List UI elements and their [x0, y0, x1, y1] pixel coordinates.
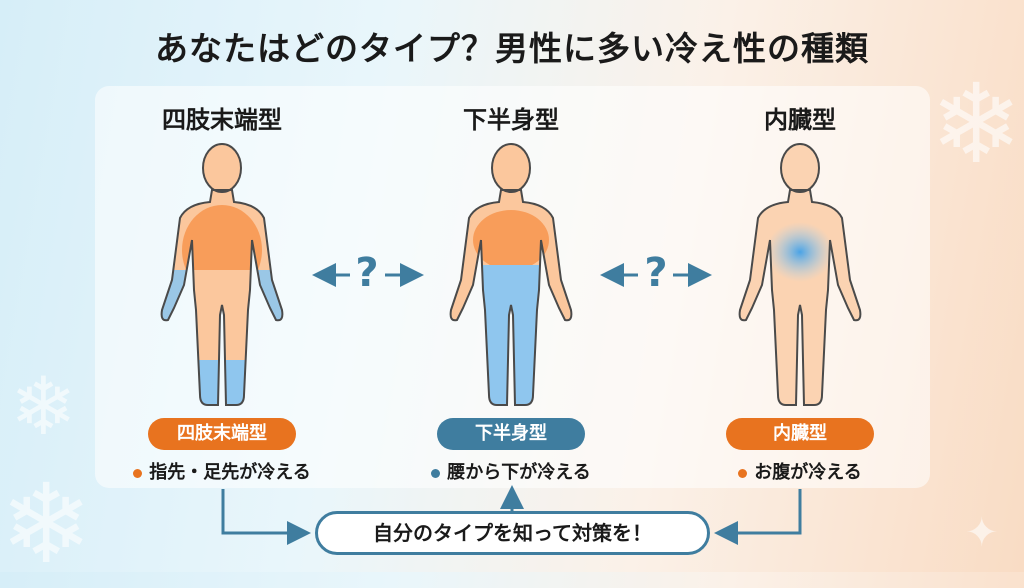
- type-description-text: 腰から下が冷える: [447, 462, 591, 483]
- snowflake-icon: ❄: [10, 360, 78, 453]
- page-title: あなたはどのタイプ？男性に多い冷え性の種類: [155, 29, 869, 68]
- conclusion-box: 自分のタイプを知って対策を！: [315, 511, 710, 555]
- body-figure-extremities-cold: [160, 143, 284, 406]
- type-column-extremities: 四肢末端型 四肢末端型 指先・足先が冷える: [92, 100, 352, 484]
- type-description: 指先・足先が冷える: [92, 458, 352, 484]
- type-column-visceral: 内臓型 内臓型 お腹が冷える: [670, 100, 930, 484]
- question-mark: ?: [355, 250, 379, 296]
- type-label-pill: 四肢末端型: [148, 418, 296, 450]
- question-mark: ?: [644, 250, 668, 296]
- type-column-lower-body: 下半身型 下半身型 腰から下が冷える: [381, 100, 641, 484]
- type-description-text: お腹が冷える: [754, 462, 862, 483]
- bullet-dot: [133, 468, 143, 478]
- type-description: 腰から下が冷える: [381, 458, 641, 484]
- type-heading: 内臓型: [764, 106, 836, 134]
- bullet-dot: [738, 468, 748, 478]
- type-description: お腹が冷える: [670, 458, 930, 484]
- type-label-pill: 内臓型: [726, 418, 874, 450]
- compare-arrow-1: ?: [312, 250, 422, 300]
- connector-arrows: [221, 263, 802, 545]
- body-figure-lower-body-cold: [449, 143, 573, 406]
- sparkle-icon: ✦: [965, 510, 999, 556]
- compare-arrow-2: ?: [601, 250, 711, 300]
- type-description-text: 指先・足先が冷える: [149, 462, 311, 483]
- snowflake-icon: ❄: [930, 60, 1023, 188]
- type-label-pill: 下半身型: [437, 418, 585, 450]
- bullet-dot: [431, 468, 441, 478]
- snowflake-icon: ❄: [0, 460, 93, 588]
- type-heading: 下半身型: [463, 106, 559, 134]
- type-heading: 四肢末端型: [162, 106, 282, 134]
- body-figure-visceral-cold: [738, 143, 862, 406]
